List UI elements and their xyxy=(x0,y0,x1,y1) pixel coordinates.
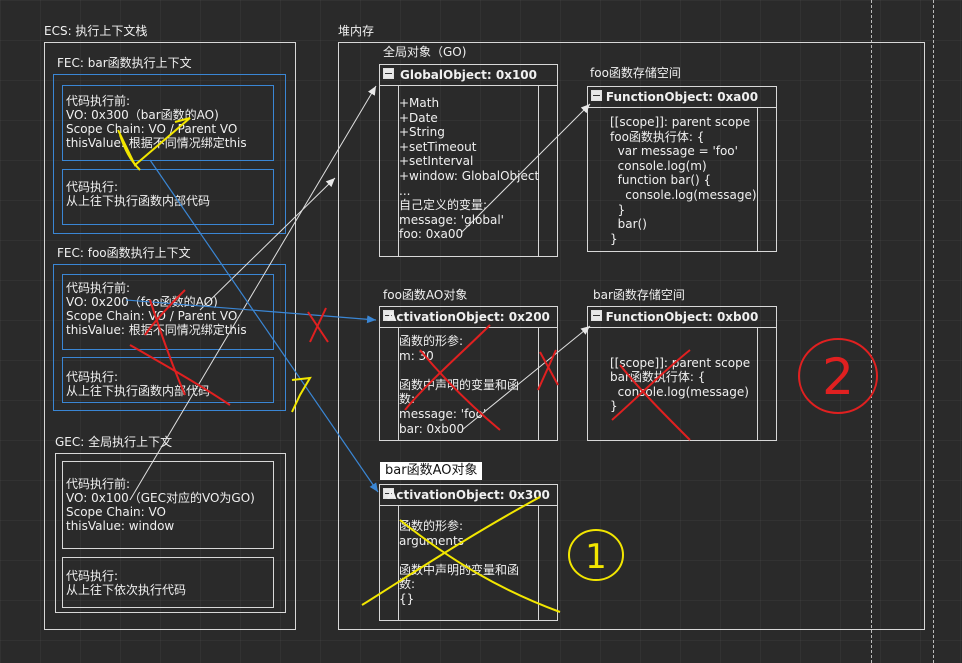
bar-activation-object-box: ActivationObject: 0x300 函数的形参: arguments… xyxy=(379,484,558,621)
bar-function-object-body: [[scope]]: parent scope bar函数执行体: { cons… xyxy=(610,355,751,414)
collapse-icon[interactable] xyxy=(383,68,394,79)
fec-bar-before-box xyxy=(62,85,274,161)
guide-line xyxy=(871,0,872,663)
gec-during-box xyxy=(62,557,274,608)
circle-1-ring xyxy=(568,529,624,581)
collapse-icon[interactable] xyxy=(383,488,394,499)
fec-foo-during-text: 代码执行: 从上往下执行函数内部代码 xyxy=(66,370,211,398)
foo-function-object-box: FunctionObject: 0xa00 [[scope]]: parent … xyxy=(587,86,777,252)
foo-ao-caption: foo函数AO对象 xyxy=(383,288,468,302)
gec-title: GEC: 全局执行上下文 xyxy=(55,435,173,449)
go-caption: 全局对象（GO) xyxy=(383,45,467,59)
ecs-frame xyxy=(44,42,296,630)
gec-during-text: 代码执行: 从上往下依次执行代码 xyxy=(66,569,187,597)
gec-frame xyxy=(55,453,286,613)
foo-activation-object-box: ActivationObject: 0x200 函数的形参: m: 30 函数中… xyxy=(379,306,558,441)
guide-line xyxy=(933,0,934,663)
circle-1-text: 1 xyxy=(585,537,607,577)
fec-bar-title: FEC: bar函数执行上下文 xyxy=(57,56,192,70)
bar-activation-object-body: 函数的形参: arguments 函数中声明的变量和函 数: {} xyxy=(399,519,520,606)
fec-foo-during-box xyxy=(62,357,274,403)
global-object-header: GlobalObject: 0x100 xyxy=(380,65,557,86)
arrow-vo-bar-to-ao xyxy=(149,159,379,493)
foo-function-object-header: FunctionObject: 0xa00 xyxy=(588,87,776,108)
fec-bar-during-box xyxy=(62,169,274,225)
fec-bar-during-text: 代码执行: 从上往下执行函数内部代码 xyxy=(66,180,211,208)
global-object-box: GlobalObject: 0x100 +Math +Date +String … xyxy=(379,64,558,257)
collapse-icon[interactable] xyxy=(591,90,602,101)
arrow-go-foo-to-fn xyxy=(461,103,591,233)
fec-foo-title: FEC: foo函数执行上下文 xyxy=(57,246,191,260)
ecs-title: ECS: 执行上下文栈 xyxy=(44,24,148,38)
collapse-icon[interactable] xyxy=(383,310,394,321)
foo-activation-object-body: 函数的形参: m: 30 函数中声明的变量和函 数: message: 'foo… xyxy=(399,334,520,436)
arrow-bar-to-fn xyxy=(461,325,591,431)
gec-before-box xyxy=(62,461,274,549)
heap-frame xyxy=(338,42,925,630)
collapse-icon[interactable] xyxy=(591,310,602,321)
foo-function-object-body: [[scope]]: parent scope foo函数执行体: { var … xyxy=(610,115,757,246)
fec-bar-frame xyxy=(53,74,286,234)
bar-function-object-header: FunctionObject: 0xb00 xyxy=(588,307,776,328)
heap-title: 堆内存 xyxy=(338,24,375,38)
arrow-gec-to-go xyxy=(129,85,377,501)
bar-activation-object-header: ActivationObject: 0x300 xyxy=(380,485,557,506)
bar-ao-caption: bar函数AO对象 xyxy=(380,462,483,480)
fec-foo-frame xyxy=(53,264,286,411)
foo-fn-caption: foo函数存储空间 xyxy=(590,66,681,80)
circle-2-ring xyxy=(798,338,878,414)
foo-activation-object-header: ActivationObject: 0x200 xyxy=(380,307,557,328)
bar-function-object-box: FunctionObject: 0xb00 [[scope]]: parent … xyxy=(587,306,777,441)
arrow-foo-scope-to-go xyxy=(199,177,336,311)
gec-before-text: 代码执行前: VO: 0x100（GEC对应的VO为GO) Scope Chai… xyxy=(66,477,255,533)
circle-2-text: 2 xyxy=(822,348,854,406)
global-object-body: +Math +Date +String +setTimeout +setInte… xyxy=(399,96,540,242)
arrow-vo-foo-to-ao xyxy=(125,299,377,324)
bar-fn-caption: bar函数存储空间 xyxy=(593,288,685,302)
